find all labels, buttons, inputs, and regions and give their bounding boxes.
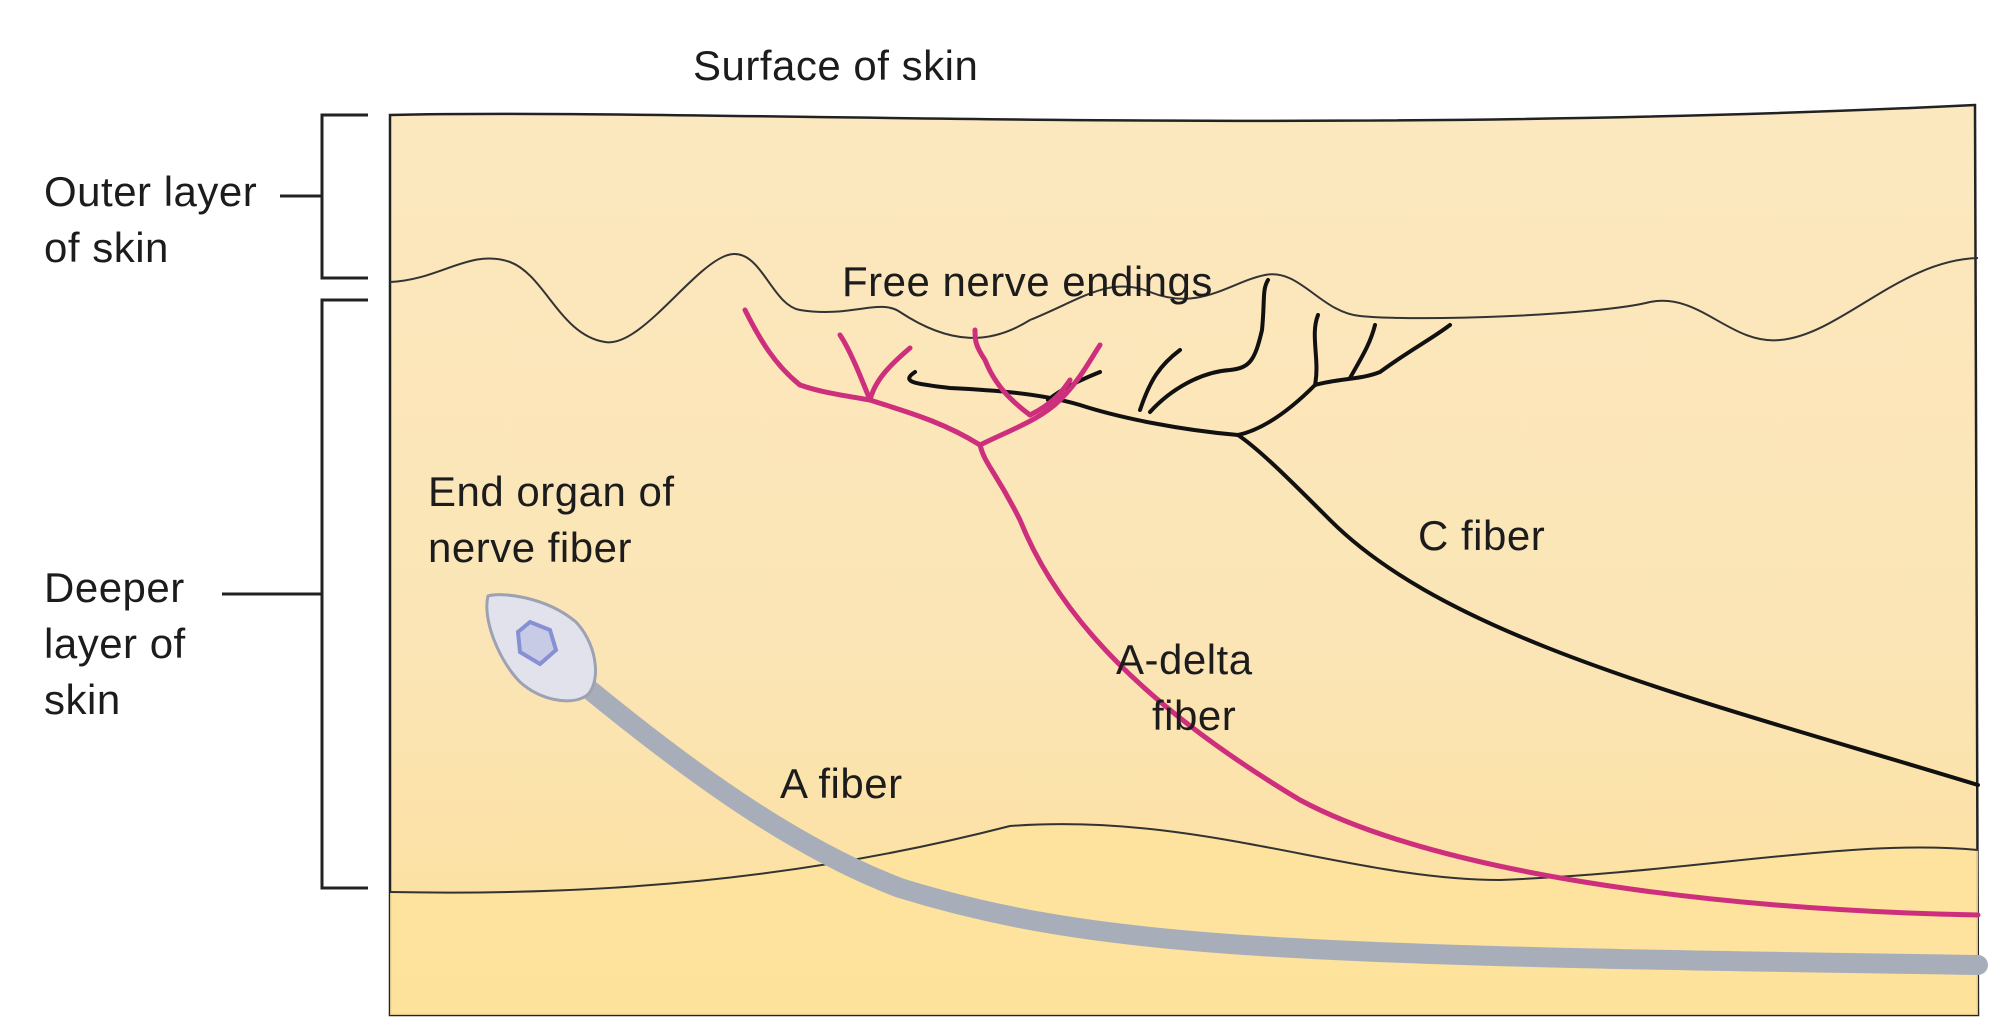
deeper-layer-label-line1: Deeper — [44, 564, 185, 611]
free-nerve-endings-label: Free nerve endings — [842, 258, 1213, 305]
deeper-layer-label-line2: layer of — [44, 620, 186, 667]
surface-of-skin-label: Surface of skin — [693, 42, 979, 89]
deeper-layer-bracket — [222, 298, 368, 890]
epidermis-dermis-boundary — [389, 253, 1979, 344]
subcutaneous-boundary — [389, 823, 1979, 894]
outer-layer-label-line2: of skin — [44, 224, 169, 271]
deeper-layer-label-line3: skin — [44, 676, 121, 723]
outer-layer-bracket — [280, 113, 368, 280]
a-delta-label-line2: fiber — [1152, 692, 1237, 739]
c-fiber-label: C fiber — [1418, 512, 1546, 559]
a-delta-label-line1: A-delta — [1116, 636, 1253, 683]
a-delta-fiber — [742, 307, 1981, 918]
end-organ-core — [515, 619, 559, 667]
skin-cross-section — [388, 103, 1980, 1017]
end-organ-label-line2: nerve fiber — [428, 524, 632, 571]
outer-layer-label-line1: Outer layer — [44, 168, 258, 215]
end-organ-label-line1: End organ of — [428, 468, 675, 515]
a-fiber-label: A fiber — [780, 760, 903, 807]
c-fiber — [907, 278, 1980, 787]
a-fiber-axon — [580, 680, 1988, 975]
